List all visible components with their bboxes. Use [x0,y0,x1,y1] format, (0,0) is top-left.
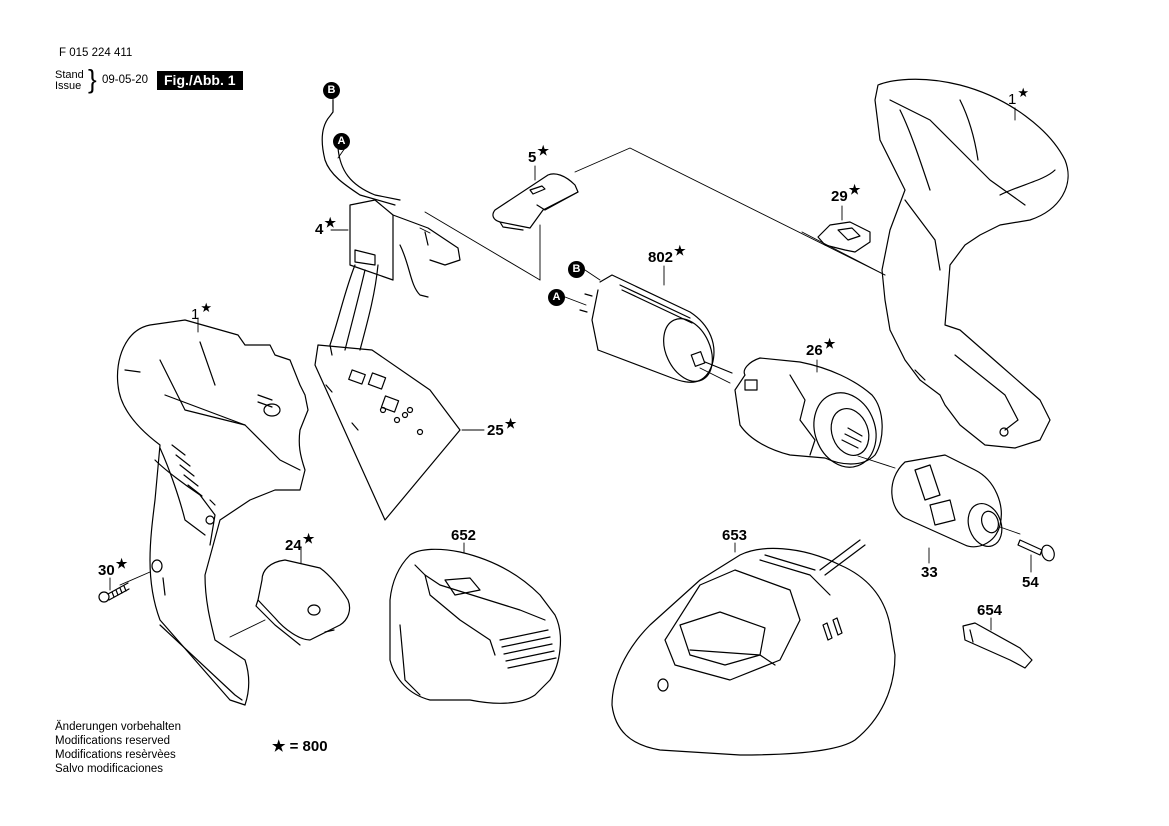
part-number: 25 [487,422,504,439]
part-label-motor[interactable]: 802★ [648,243,686,266]
selector-part [818,222,870,252]
battery-part [390,549,560,703]
part-number: 29 [831,188,848,205]
connector-a-badge: A [333,133,350,150]
part-label-battery-cover[interactable]: 24★ [285,531,314,554]
stand-label: Stand [55,69,84,81]
screw-chuck-part [1018,540,1056,563]
battery-cover-part [256,560,350,645]
screw-housing-part [99,583,129,602]
issue-label: Issue [55,80,82,92]
switch-part [322,100,460,355]
part-number: 652 [451,527,477,544]
part-label-screw-housing[interactable]: 30★ [98,556,127,579]
part-number: 4 [315,221,324,238]
part-number: 5 [528,149,537,166]
stand-issue-label: Stand Issue [55,70,84,92]
part-label-housing-left[interactable]: 1★ [191,300,212,323]
part-label-cover[interactable]: 5★ [528,143,549,166]
connector-b-badge: B [323,82,340,99]
star-icon: ★ [537,143,549,158]
part-label-pcb[interactable]: 25★ [487,416,516,439]
part-label-screw-chuck[interactable]: 54 [1022,575,1039,590]
part-number: 653 [722,527,748,544]
part-number: 33 [921,564,938,581]
star-icon: ★ [115,556,128,571]
gearbox-part [735,358,886,476]
star-icon: ★ [324,215,336,230]
part-number: 24 [285,537,302,554]
star-icon: ★ [200,300,212,315]
star-legend: ★ = 800 [272,737,328,755]
issue-date: 09-05-20 [102,74,149,86]
part-number: 30 [98,562,115,579]
part-number: 654 [977,602,1003,619]
note-en: Modifications reserved [55,735,171,747]
star-icon: ★ [504,416,517,431]
assembly-lines [120,148,1020,637]
housing-left-part [117,320,308,705]
star-icon: ★ [272,738,286,755]
note-fr: Modifications resèrvèes [55,749,176,761]
housing-right-part [875,79,1068,448]
document-number: F 015 224 411 [59,47,133,59]
bit-part [963,623,1032,668]
part-number: 1 [191,306,200,323]
part-number: 802 [648,249,674,266]
brace-symbol: } [88,64,97,94]
part-label-housing-right[interactable]: 1★ [1008,85,1029,108]
part-label-switch[interactable]: 4★ [315,215,336,238]
motor-connector-b-badge: B [568,261,585,278]
part-label-selector[interactable]: 29★ [831,182,860,205]
legend-value: = 800 [289,738,328,755]
part-number: 54 [1022,574,1039,591]
star-icon: ★ [848,182,861,197]
figure-label: Fig./Abb. 1 [157,71,243,90]
charger-part [612,540,895,755]
part-label-gearbox[interactable]: 26★ [806,336,835,359]
part-number: 26 [806,342,823,359]
part-label-chuck[interactable]: 33 [921,565,938,580]
motor-part [580,275,732,389]
star-icon: ★ [674,243,686,258]
part-label-battery[interactable]: 652 [451,528,476,543]
star-icon: ★ [823,336,836,351]
part-label-charger[interactable]: 653 [722,528,747,543]
note-de: Änderungen vorbehalten [55,721,181,733]
label-leaders [110,97,1031,630]
motor-connector-a-badge: A [548,289,565,306]
note-es: Salvo modificaciones [55,763,164,775]
chuck-part [892,455,1008,551]
modification-notes: Änderungen vorbehalten Modifications res… [55,720,181,776]
part-number: 1 [1008,91,1017,108]
star-icon: ★ [302,531,315,546]
part-label-bit[interactable]: 654 [977,603,1002,618]
star-icon: ★ [1017,85,1029,100]
pcb-part [315,345,460,520]
cover-part [493,174,578,230]
